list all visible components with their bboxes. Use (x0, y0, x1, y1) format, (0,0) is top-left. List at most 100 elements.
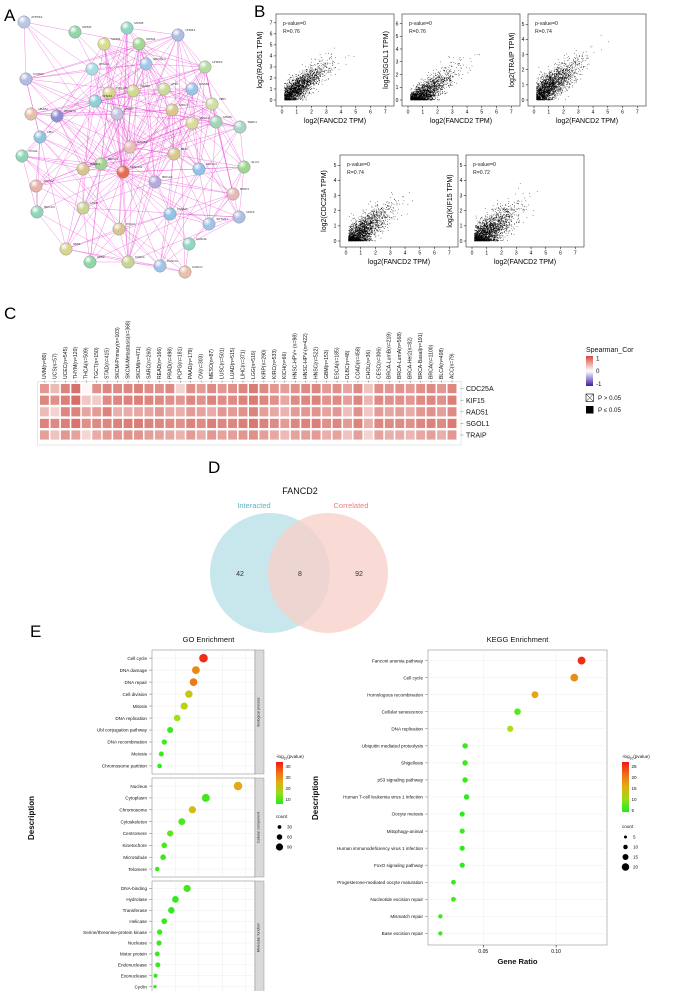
heatmap-cell[interactable] (186, 418, 196, 428)
go-dot[interactable] (233, 781, 243, 791)
kegg-dot[interactable] (451, 896, 456, 902)
heatmap-cell[interactable] (154, 384, 164, 394)
heatmap-cell[interactable] (123, 418, 133, 428)
heatmap-cell[interactable] (269, 430, 279, 440)
ppi-node[interactable]: BRCA1 (94, 157, 119, 171)
heatmap-cell[interactable] (395, 407, 405, 417)
heatmap-cell[interactable] (207, 418, 217, 428)
heatmap-cell[interactable] (437, 384, 446, 394)
heatmap-cell[interactable] (238, 418, 248, 428)
heatmap-cell[interactable] (123, 395, 133, 405)
heatmap-cell[interactable] (447, 418, 457, 428)
heatmap-cell[interactable] (175, 430, 185, 440)
heatmap-cell[interactable] (311, 418, 321, 428)
heatmap-cell[interactable] (280, 384, 290, 394)
heatmap-cell[interactable] (374, 418, 384, 428)
ppi-node[interactable]: NBN (205, 97, 226, 111)
go-dot[interactable] (156, 940, 162, 946)
kegg-dot[interactable] (514, 708, 521, 716)
heatmap-cell[interactable] (196, 407, 206, 417)
heatmap-cell[interactable] (175, 407, 185, 417)
ppi-node[interactable]: SMC1A (185, 116, 211, 130)
go-dot[interactable] (160, 854, 166, 861)
heatmap-cell[interactable] (311, 430, 321, 440)
go-dot[interactable] (153, 984, 157, 989)
heatmap-cell[interactable] (322, 430, 332, 440)
kegg-dot[interactable] (462, 777, 468, 783)
heatmap-cell[interactable] (353, 418, 363, 428)
heatmap-cell[interactable] (395, 430, 405, 440)
heatmap-cell[interactable] (154, 418, 164, 428)
heatmap-cell[interactable] (71, 384, 81, 394)
ppi-node[interactable]: FANCC (178, 265, 204, 279)
heatmap-cell[interactable] (238, 384, 248, 394)
kegg-dot[interactable] (438, 914, 443, 919)
heatmap-cell[interactable] (384, 418, 394, 428)
ppi-node[interactable]: SPTAN1 (202, 217, 228, 231)
kegg-dot[interactable] (438, 931, 443, 936)
heatmap-cell[interactable] (60, 395, 70, 405)
heatmap-cell[interactable] (426, 418, 436, 428)
go-dot[interactable] (155, 962, 161, 968)
ppi-node[interactable]: MSH6 (209, 115, 232, 129)
heatmap-cell[interactable] (134, 395, 143, 405)
ppi-node[interactable]: BARD1 (76, 162, 101, 176)
heatmap-cell[interactable] (290, 418, 300, 428)
heatmap-cell[interactable] (405, 407, 415, 417)
heatmap-cell[interactable] (50, 384, 60, 394)
heatmap-cell[interactable] (175, 384, 185, 394)
ppi-node[interactable]: RPS27A (50, 109, 77, 123)
kegg-dot[interactable] (463, 794, 470, 800)
ppi-node[interactable]: MSH2 (110, 107, 133, 121)
heatmap-cell[interactable] (217, 430, 227, 440)
heatmap-cell[interactable] (154, 395, 164, 405)
heatmap-cell[interactable] (426, 407, 436, 417)
heatmap-cell[interactable] (384, 384, 394, 394)
heatmap-cell[interactable] (60, 430, 70, 440)
heatmap-cell[interactable] (207, 430, 217, 440)
heatmap-cell[interactable] (60, 384, 70, 394)
heatmap-cell[interactable] (311, 395, 321, 405)
ppi-node[interactable]: BRIP1 (226, 187, 250, 201)
heatmap-cell[interactable] (301, 407, 311, 417)
heatmap-cell[interactable] (217, 407, 227, 417)
ppi-node[interactable]: UBA52 (24, 107, 48, 121)
heatmap-cell[interactable] (154, 430, 164, 440)
heatmap-cell[interactable] (134, 418, 143, 428)
heatmap-cell[interactable] (113, 418, 123, 428)
heatmap-cell[interactable] (405, 395, 415, 405)
heatmap-cell[interactable] (447, 430, 457, 440)
go-dot[interactable] (167, 830, 174, 837)
heatmap-cell[interactable] (269, 407, 279, 417)
kegg-dot[interactable] (459, 845, 465, 851)
ppi-node[interactable]: BRCC3 (30, 205, 55, 219)
heatmap-cell[interactable] (343, 418, 352, 428)
heatmap-cell[interactable] (196, 430, 206, 440)
ppi-node[interactable]: FANCE (182, 237, 207, 251)
heatmap-cell[interactable] (92, 384, 102, 394)
go-dot[interactable] (173, 714, 181, 722)
heatmap-cell[interactable] (259, 418, 269, 428)
kegg-dot[interactable] (462, 743, 468, 749)
ppi-node[interactable]: FANCA (163, 207, 189, 221)
heatmap-cell[interactable] (165, 395, 175, 405)
ppi-node[interactable]: H2AFX (126, 84, 150, 98)
heatmap-cell[interactable] (343, 430, 352, 440)
heatmap-cell[interactable] (81, 407, 91, 417)
heatmap-cell[interactable] (311, 384, 321, 394)
heatmap-cell[interactable] (207, 407, 217, 417)
ppi-node[interactable]: ERCC4 (192, 162, 217, 176)
heatmap-cell[interactable] (363, 407, 373, 417)
heatmap-cell[interactable] (437, 407, 446, 417)
heatmap-cell[interactable] (228, 430, 237, 440)
go-dot[interactable] (168, 907, 175, 914)
heatmap-cell[interactable] (228, 418, 237, 428)
heatmap-cell[interactable] (322, 407, 332, 417)
ppi-node[interactable]: POLD1 (85, 62, 110, 76)
go-dot[interactable] (189, 678, 198, 686)
heatmap-cell[interactable] (249, 407, 258, 417)
heatmap-cell[interactable] (384, 395, 394, 405)
heatmap-cell[interactable] (332, 384, 342, 394)
heatmap-cell[interactable] (290, 384, 300, 394)
ppi-node[interactable]: CHEK1 (88, 94, 113, 108)
